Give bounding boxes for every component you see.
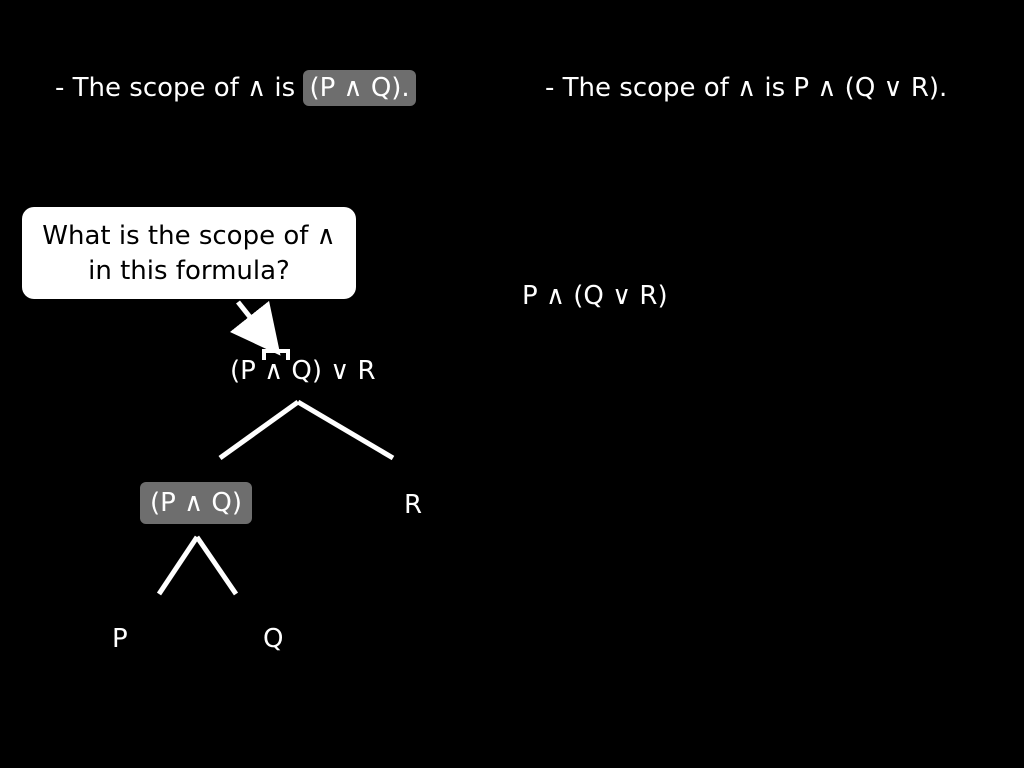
branch-sub-left xyxy=(156,535,200,596)
tree-left-child-highlight: (P ∧ Q) xyxy=(140,482,252,524)
right-formula: P ∧ (Q ∨ R) xyxy=(522,281,668,311)
tree-right-child: R xyxy=(404,490,423,520)
right-heading: - The scope of ∧ is P ∧ (Q ∨ R). xyxy=(545,73,948,103)
branch-sub-right xyxy=(194,535,239,596)
bubble-arrow xyxy=(229,300,281,356)
bubble-line-1: What is the scope of ∧ xyxy=(42,221,336,251)
branch-root-left xyxy=(218,399,300,461)
left-heading-prefix: - The scope of ∧ is xyxy=(55,73,304,103)
tree-root: (P ∧ Q) ∨ R xyxy=(230,356,376,386)
question-bubble: What is the scope of ∧ in this formula? xyxy=(22,207,356,299)
branch-root-right xyxy=(296,399,395,461)
tree-leaf-q: Q xyxy=(263,624,284,654)
left-heading: - The scope of ∧ is (P ∧ Q). xyxy=(55,70,416,106)
scope-highlight: (P ∧ Q). xyxy=(303,70,416,106)
bubble-line-2: in this formula? xyxy=(88,256,290,286)
scope-bracket xyxy=(262,349,290,360)
tree-left-child: (P ∧ Q) xyxy=(140,482,252,524)
tree-leaf-p: P xyxy=(112,624,128,654)
